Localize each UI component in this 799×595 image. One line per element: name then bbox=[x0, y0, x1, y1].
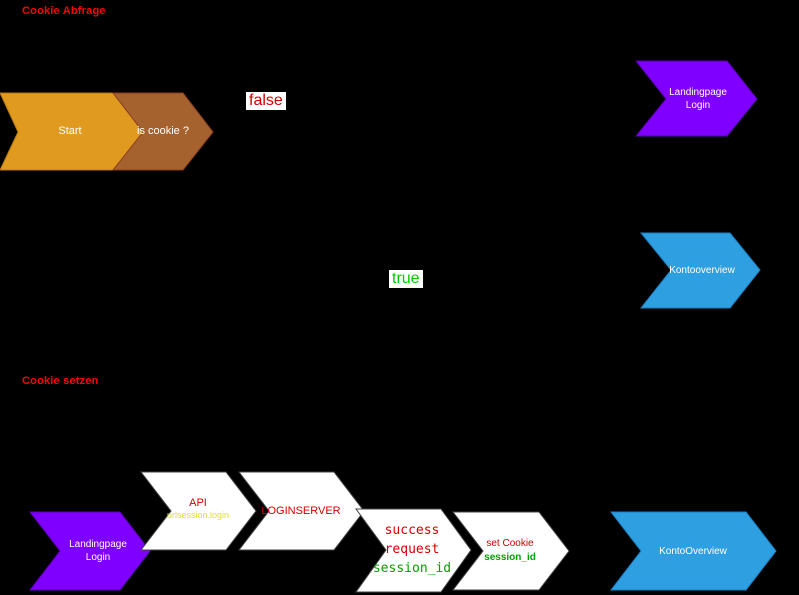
success-request-node[interactable] bbox=[355, 508, 472, 593]
landingpage-login-bottom-node[interactable] bbox=[28, 511, 151, 591]
api-node[interactable] bbox=[139, 471, 257, 551]
landingpage-login-top-node[interactable] bbox=[634, 60, 758, 137]
set-cookie-node[interactable] bbox=[451, 511, 570, 591]
kontooverview-bottom-node[interactable] bbox=[609, 511, 777, 591]
kontooverview-top-node[interactable] bbox=[639, 232, 761, 309]
is-cookie-node[interactable] bbox=[111, 92, 214, 171]
loginserver-node[interactable] bbox=[237, 471, 365, 551]
